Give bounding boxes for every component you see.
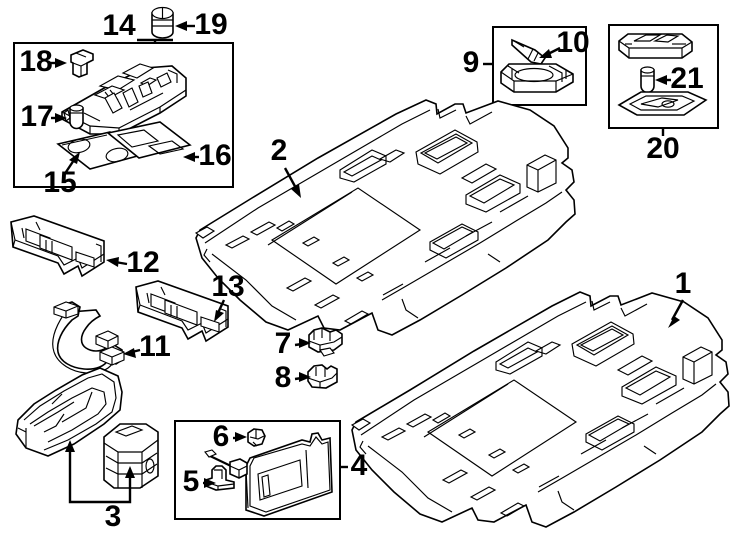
callout-4: 4 — [351, 449, 368, 482]
callout-19: 19 — [194, 8, 227, 41]
console-bracket-pair-part — [15, 367, 159, 504]
callout-7: 7 — [275, 327, 292, 360]
sun-visor-part — [245, 432, 333, 517]
grab-handle-lower-part — [135, 280, 229, 343]
sun-visor-box — [174, 420, 348, 520]
cap-plug-part — [151, 6, 174, 39]
callout-16: 16 — [198, 139, 231, 172]
dome-lamp-bulb-part — [640, 66, 655, 94]
console-plate-part — [106, 121, 192, 159]
callout-11: 11 — [139, 330, 171, 363]
retainer-clip-lower-part — [307, 364, 338, 389]
callout-8: 8 — [275, 361, 292, 394]
reading-lamp-box — [483, 26, 587, 106]
console-body-part — [61, 63, 187, 135]
console-fastener-part — [70, 49, 94, 78]
headliner-lower-right-part — [350, 291, 730, 528]
dome-lamp-lens-part — [617, 91, 708, 116]
headliner-upper-part — [194, 99, 576, 336]
callout-5: 5 — [183, 465, 200, 498]
visor-clip-part — [247, 428, 266, 447]
reading-lamp-housing-part — [500, 63, 574, 93]
callout-2: 2 — [271, 134, 288, 167]
assist-grip-handle-part — [52, 301, 125, 374]
dome-lamp-box — [608, 24, 719, 136]
callout-20: 20 — [646, 132, 679, 165]
dome-lamp-unit-part — [618, 33, 693, 59]
callout-17: 17 — [20, 100, 53, 133]
callout-18: 18 — [19, 45, 52, 78]
callout-9: 9 — [463, 46, 480, 79]
visor-rod-part — [204, 449, 248, 479]
callout-10: 10 — [556, 26, 589, 59]
callout-6: 6 — [213, 420, 230, 453]
callout-1: 1 — [675, 267, 692, 300]
retainer-clip-upper-part — [308, 327, 343, 357]
callout-14: 14 — [102, 9, 136, 42]
overhead-console-box — [13, 38, 234, 188]
grab-handle-upper-part — [10, 215, 105, 278]
console-bulb-part — [69, 104, 84, 130]
callout-numbers: 1 2 3 4 5 6 7 8 9 10 11 12 13 14 15 16 1… — [19, 8, 703, 533]
callout-12: 12 — [126, 246, 159, 279]
callout-3: 3 — [105, 500, 122, 533]
callout-13: 13 — [211, 270, 244, 303]
leader-lines — [50, 21, 685, 488]
callout-21: 21 — [670, 62, 703, 95]
callout-15: 15 — [43, 166, 76, 199]
